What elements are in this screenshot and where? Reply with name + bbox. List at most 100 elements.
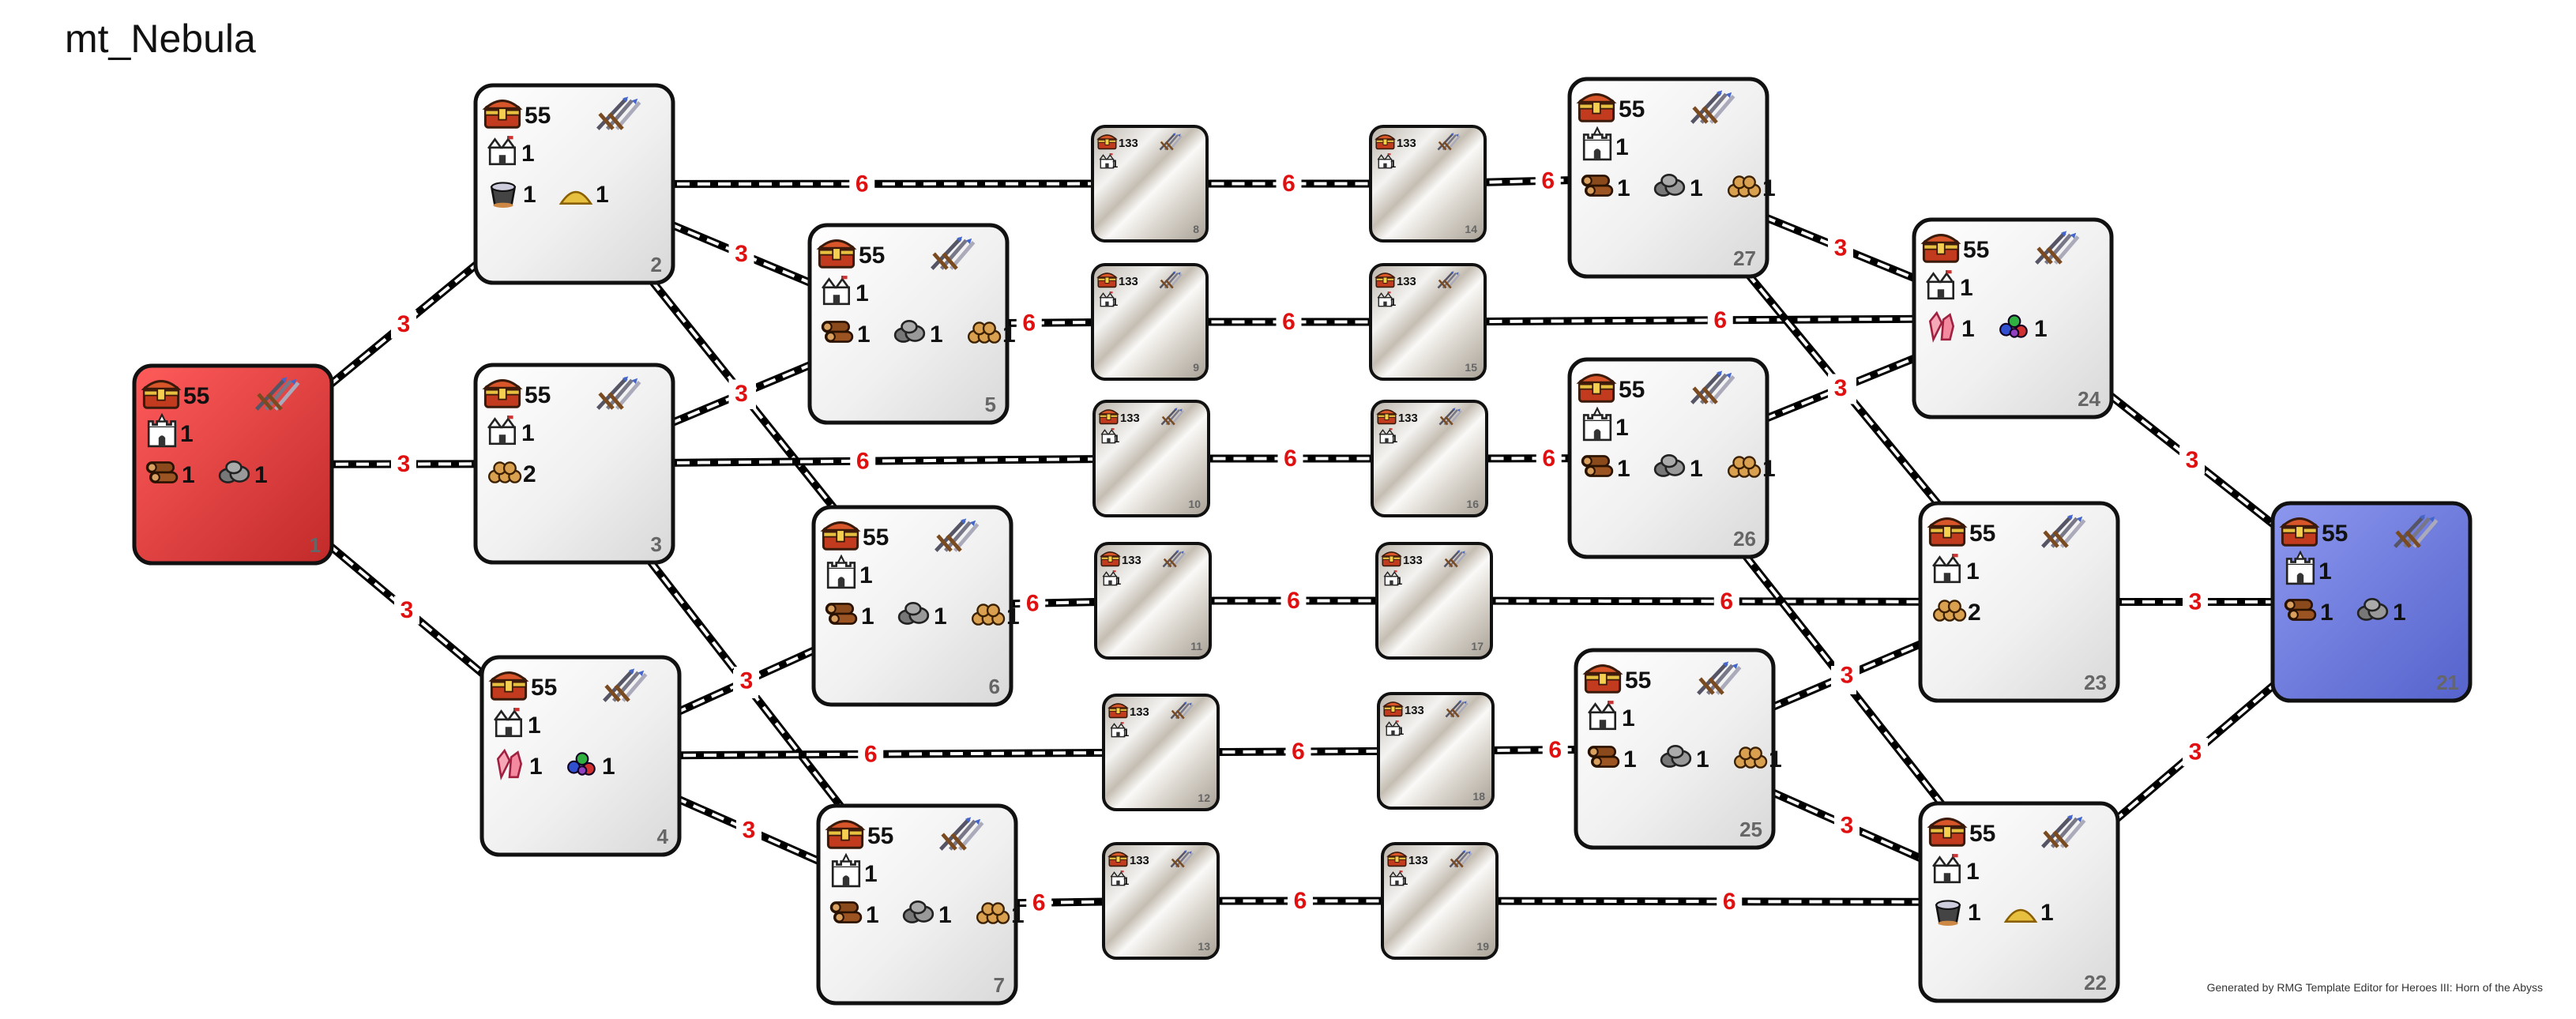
resource-count: 2 <box>523 461 536 487</box>
town-count: 1 <box>1622 705 1635 731</box>
resource-count: 1 <box>930 321 943 348</box>
treasure-value: 133 <box>1397 137 1416 150</box>
connection-value-label: 3 <box>391 449 416 479</box>
zone-number: 3 <box>651 532 662 556</box>
svg-text:6: 6 <box>1723 889 1736 915</box>
connection-value-label: 6 <box>1020 588 1046 618</box>
town-count: 1 <box>1123 875 1130 887</box>
svg-text:3: 3 <box>740 668 754 694</box>
connection-value-label: 3 <box>1828 374 1853 403</box>
town-count: 1 <box>521 420 535 446</box>
resource-count: 1 <box>857 321 871 348</box>
treasure-chest-icon <box>1576 374 1617 403</box>
treasure-chest-icon <box>1374 134 1396 150</box>
crossed-swords-icon <box>1437 133 1461 151</box>
connection-value-label: 6 <box>1535 166 1561 195</box>
castle-icon <box>2285 550 2315 585</box>
treasure-chest-icon <box>1098 409 1119 425</box>
town-icon <box>1099 153 1115 169</box>
sulfur-icon <box>558 190 593 205</box>
ore-icon <box>893 320 926 343</box>
connection-value-label: 3 <box>2183 738 2208 766</box>
connection-value-label: 6 <box>1026 888 1052 917</box>
zone-number: 16 <box>1466 498 1479 510</box>
zone-number: 27 <box>1733 246 1756 270</box>
svg-text:6: 6 <box>1026 590 1040 616</box>
treasure-value: 133 <box>1130 855 1149 867</box>
town-count: 1 <box>180 421 194 447</box>
treasure-value: 55 <box>1625 667 1651 694</box>
crossed-swords-icon <box>2394 514 2439 548</box>
svg-text:3: 3 <box>735 241 748 267</box>
treasure-chest-icon <box>1927 818 1968 847</box>
crossed-swords-icon <box>2035 231 2080 265</box>
resource-count: 1 <box>182 462 195 488</box>
crossed-swords-icon <box>2041 814 2086 848</box>
treasure-chest-icon <box>1100 551 1121 567</box>
connection-value-label: 6 <box>1536 444 1562 473</box>
treasure-chest-icon <box>1376 409 1397 425</box>
treasure-value: 133 <box>1408 855 1428 867</box>
resource-count: 1 <box>1690 456 1703 482</box>
town-count: 1 <box>1114 433 1120 445</box>
svg-text:3: 3 <box>1841 813 1854 839</box>
ore-icon <box>902 901 935 923</box>
crossed-swords-icon <box>255 377 300 411</box>
resource-count: 1 <box>1690 175 1703 201</box>
crossed-swords-icon <box>1159 271 1183 289</box>
treasure-chest-icon <box>141 380 182 409</box>
resource-count: 1 <box>861 604 874 630</box>
resource-count: 1 <box>2040 900 2054 926</box>
gold-pile-icon <box>967 321 1002 344</box>
zone-number: 7 <box>994 973 1005 997</box>
town-count: 1 <box>1123 727 1130 739</box>
wood-icon <box>1581 175 1614 197</box>
zone-box <box>1102 842 1220 960</box>
crossed-swords-icon <box>935 518 980 552</box>
gold-pile-icon <box>1727 456 1762 478</box>
town-count: 1 <box>1390 296 1397 308</box>
treasure-value: 55 <box>867 823 893 849</box>
treasure-chest-icon <box>825 820 866 849</box>
resource-count: 1 <box>2034 316 2048 342</box>
zone-box <box>1377 692 1495 810</box>
zone-number: 25 <box>1739 818 1762 841</box>
svg-text:6: 6 <box>1284 446 1297 472</box>
mercury-icon <box>1935 900 1961 926</box>
ore-icon <box>897 602 930 625</box>
connection-value-label: 6 <box>850 446 876 476</box>
connection-value-label: 3 <box>728 379 754 408</box>
svg-text:6: 6 <box>1287 588 1300 614</box>
town-icon <box>1932 554 1961 584</box>
town-icon <box>1378 428 1394 444</box>
town-icon <box>1110 870 1126 886</box>
town-count: 1 <box>521 141 535 167</box>
town-count: 1 <box>1112 296 1119 308</box>
